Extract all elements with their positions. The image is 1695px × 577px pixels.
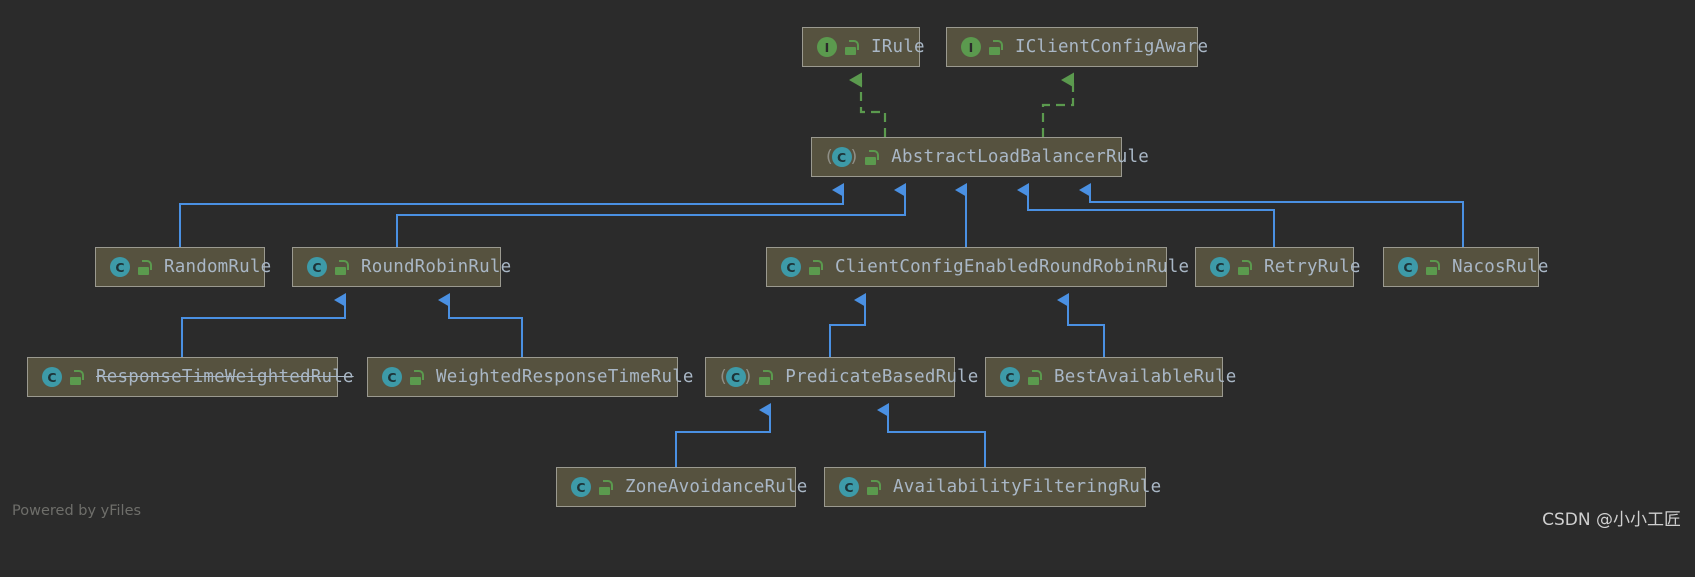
unlocked-padlock-icon (988, 39, 1003, 55)
paren-right-glyph: ) (850, 146, 858, 167)
edge-nacos-to-abstractlb (1079, 183, 1464, 247)
class-node-label: ClientConfigEnabledRoundRobinRule (835, 257, 1190, 277)
class-icon: C (839, 477, 859, 497)
class-icon: C (382, 367, 402, 387)
class-node-label: IClientConfigAware (1015, 37, 1209, 57)
class-node-label: PredicateBasedRule (785, 367, 979, 387)
class-icon: C (725, 367, 746, 387)
unlocked-padlock-icon (1027, 369, 1042, 385)
interface-icon: I (817, 37, 837, 57)
edge-weightedresponsetime-to-roundrobin (438, 293, 523, 357)
class-node-bestavail[interactable]: C BestAvailableRule (985, 357, 1236, 397)
edge-abstractlb-to-iclientconfigaware (1041, 72, 1075, 137)
paren-left-glyph: ( (826, 146, 833, 167)
edge-random-to-abstractlb (179, 183, 844, 247)
class-node-label: ResponseTimeWeightedRule (96, 367, 354, 387)
unlocked-padlock-icon (137, 259, 152, 275)
class-node-label: BestAvailableRule (1054, 367, 1237, 387)
edge-responsetimeweighted-to-roundrobin (181, 293, 346, 357)
unlocked-padlock-icon (334, 259, 349, 275)
class-node-label: ZoneAvoidanceRule (625, 477, 808, 497)
node-icon-group: (C) (826, 147, 880, 167)
class-node-zoneavoid[interactable]: C ZoneAvoidanceRule (556, 467, 807, 507)
node-icon-group: C (839, 477, 881, 497)
class-node-irule[interactable]: I IRule (802, 27, 924, 67)
class-node-label: AbstractLoadBalancerRule (891, 147, 1149, 167)
unlocked-padlock-icon (598, 479, 613, 495)
class-icon: C (42, 367, 62, 387)
paren-right-glyph: ) (744, 366, 752, 387)
class-icon: C (307, 257, 327, 277)
unlocked-padlock-icon (864, 149, 880, 165)
csdn-watermark: CSDN @小小工匠 (1542, 510, 1681, 530)
node-icon-group: C (1000, 367, 1042, 387)
class-node-weightedresp[interactable]: C WeightedResponseTimeRule (367, 357, 693, 397)
unlocked-padlock-icon (409, 369, 424, 385)
abstract-class-icon: (C) (826, 147, 857, 167)
class-node-label: RetryRule (1264, 257, 1361, 277)
edge-abstractlb-to-irule (849, 72, 887, 137)
unlocked-padlock-icon (758, 369, 774, 385)
edge-predicatebased-to-clientconfigrr (829, 293, 866, 357)
class-node-availfilter[interactable]: C AvailabilityFilteringRule (824, 467, 1161, 507)
node-icon-group: C (571, 477, 613, 497)
edge-zoneavoidance-to-predicatebased (675, 403, 771, 467)
class-node-clientcfgrr[interactable]: C ClientConfigEnabledRoundRobinRule (766, 247, 1189, 287)
class-node-retry[interactable]: C RetryRule (1195, 247, 1360, 287)
powered-by-yfiles-label: Powered by yFiles (12, 503, 142, 519)
node-icon-group: (C) (720, 367, 774, 387)
class-icon: C (571, 477, 591, 497)
node-icon-group: C (110, 257, 152, 277)
class-node-abstractlb[interactable]: (C) AbstractLoadBalancerRule (811, 137, 1149, 177)
class-node-predicate[interactable]: (C) PredicateBasedRule (705, 357, 978, 397)
unlocked-padlock-icon (1425, 259, 1440, 275)
unlocked-padlock-icon (808, 259, 823, 275)
class-icon: C (1398, 257, 1418, 277)
class-icon: C (831, 147, 852, 167)
class-node-resptimew[interactable]: C ResponseTimeWeightedRule (27, 357, 353, 397)
node-icon-group: C (1398, 257, 1440, 277)
class-icon: C (1210, 257, 1230, 277)
class-node-label: IRule (871, 37, 925, 57)
class-node-nacos[interactable]: C NacosRule (1383, 247, 1548, 287)
class-icon: C (1000, 367, 1020, 387)
node-icon-group: C (781, 257, 823, 277)
class-node-label: RoundRobinRule (361, 257, 512, 277)
class-node-roundrobin[interactable]: C RoundRobinRule (292, 247, 511, 287)
edge-retry-to-abstractlb (1017, 183, 1275, 247)
node-icon-group: I (817, 37, 859, 57)
class-icon: C (781, 257, 801, 277)
class-node-random[interactable]: C RandomRule (95, 247, 271, 287)
unlocked-padlock-icon (866, 479, 881, 495)
edge-availabilityfiltering-to-predicatebased (877, 403, 986, 467)
node-icon-group: C (382, 367, 424, 387)
unlocked-padlock-icon (844, 39, 859, 55)
class-node-label: WeightedResponseTimeRule (436, 367, 694, 387)
class-node-iclientcfg[interactable]: I IClientConfigAware (946, 27, 1208, 67)
paren-left-glyph: ( (720, 366, 727, 387)
node-icon-group: C (1210, 257, 1252, 277)
node-icon-group: C (307, 257, 349, 277)
node-icon-group: I (961, 37, 1003, 57)
class-node-label: NacosRule (1452, 257, 1549, 277)
node-icon-group: C (42, 367, 84, 387)
class-icon: C (110, 257, 130, 277)
edge-bestavailable-to-clientconfigrr (1057, 293, 1105, 357)
class-node-label: RandomRule (164, 257, 272, 277)
unlocked-padlock-icon (69, 369, 84, 385)
unlocked-padlock-icon (1237, 259, 1252, 275)
edge-roundrobin-to-abstractlb (396, 183, 906, 247)
class-node-label: AvailabilityFilteringRule (893, 477, 1162, 497)
interface-icon: I (961, 37, 981, 57)
abstract-class-icon: (C) (720, 367, 751, 387)
